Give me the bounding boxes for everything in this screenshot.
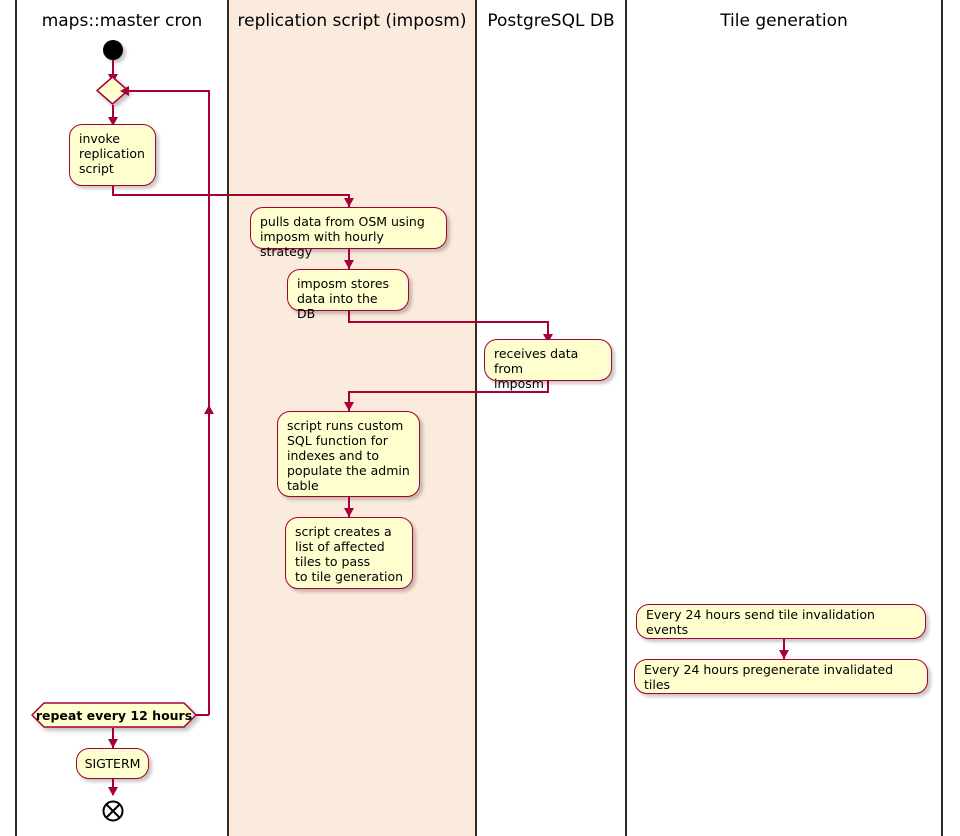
lane-title-tiles: Tile generation: [720, 11, 848, 31]
connector-repeat-to-sigterm: [112, 728, 114, 748]
lane-divider-repl-pg: [475, 0, 477, 836]
connector-receives-down-stub: [547, 381, 549, 393]
connector-invoke-down-stub: [112, 186, 114, 196]
activity-pregenerate-invalidated-tiles[interactable]: Every 24 hours pregenerate invalidated t…: [634, 659, 928, 694]
lane-title-postgres: PostgreSQL DB: [487, 11, 615, 31]
repeat-condition-label: repeat every 12 hours: [35, 707, 193, 723]
activity-pulls-data-from-osm[interactable]: pulls data from OSM using imposm with ho…: [250, 207, 447, 259]
lane-title-cron: maps::master cron: [41, 11, 203, 31]
connector-invoke-to-replication-lane: [112, 194, 350, 196]
connector-sql-to-tilelist: [348, 497, 350, 517]
connector-loopback-bottom: [190, 714, 209, 716]
arrowhead-loopback-upward: [204, 405, 214, 414]
lane-divider-right: [941, 0, 943, 836]
connector-into-sql: [348, 391, 350, 411]
activity-script-creates-tile-list[interactable]: script creates a list of affected tiles …: [285, 517, 413, 589]
connector-receives-to-replication-lane: [348, 391, 548, 393]
arrowhead-repeat-to-sigterm: [108, 739, 118, 748]
arrowhead-invalidation-to-pregenerate: [779, 650, 789, 659]
connector-loopback-top: [122, 90, 209, 92]
lane-divider-pg-tiles: [625, 0, 627, 836]
activity-invoke-replication-script[interactable]: invoke replication script: [69, 124, 156, 186]
lane-divider-left: [15, 0, 17, 836]
connector-into-receives: [547, 321, 549, 340]
activity-script-runs-custom-sql[interactable]: script runs custom SQL function for inde…: [277, 411, 420, 497]
arrowhead-sql-to-tilelist: [344, 508, 354, 517]
arrowhead-into-receives: [543, 334, 553, 343]
connector-invalidation-to-pregenerate: [783, 639, 785, 659]
start-node: [103, 40, 123, 60]
end-node: [102, 800, 124, 822]
connector-stores-to-postgres-lane: [348, 321, 548, 323]
repeat-condition-hexagon: repeat every 12 hours: [31, 702, 197, 728]
arrowhead-sigterm-to-end: [108, 787, 118, 796]
activity-receives-data-from-imposm[interactable]: receives data from imposm: [484, 339, 612, 391]
arrowhead-into-sql: [344, 402, 354, 411]
activity-send-tile-invalidation-events[interactable]: Every 24 hours send tile invalidation ev…: [636, 604, 926, 639]
arrowhead-pulls-to-stores: [344, 260, 354, 269]
connector-loopback-vertical: [208, 90, 210, 715]
arrowhead-diamond-to-invoke: [108, 117, 118, 126]
lane-title-replication: replication script (imposm): [237, 11, 467, 31]
activity-sigterm[interactable]: SIGTERM: [76, 748, 149, 779]
connector-start-to-diamond: [112, 60, 114, 79]
arrowhead-loopback-to-diamond: [120, 86, 129, 96]
lane-divider-cron-repl: [227, 0, 229, 836]
activity-imposm-stores-data[interactable]: imposm stores data into the DB: [287, 269, 409, 321]
connector-diamond-to-invoke: [112, 105, 114, 123]
arrowhead-into-pulls: [344, 198, 354, 207]
connector-pulls-to-stores: [348, 249, 350, 269]
connector-stores-down-stub: [348, 311, 350, 323]
